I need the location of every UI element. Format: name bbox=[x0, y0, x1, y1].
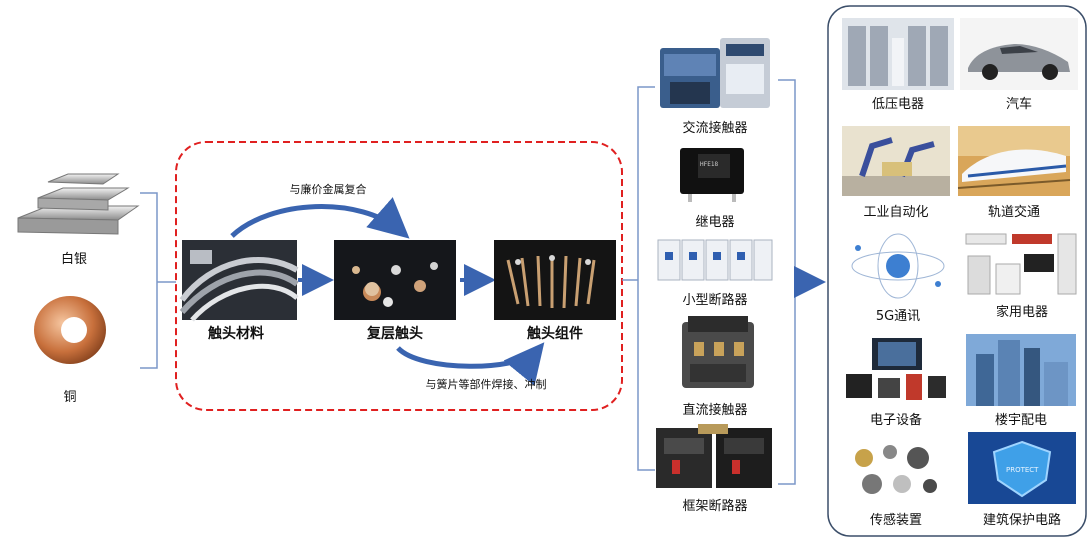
miniature-breaker-label: 小型断路器 bbox=[682, 293, 748, 308]
ac-contactor-image bbox=[660, 38, 770, 108]
svg-text:HFE18: HFE18 bbox=[700, 161, 718, 168]
contact-assembly-label: 触头组件 bbox=[527, 326, 583, 342]
copper-coil-image bbox=[34, 296, 106, 364]
components-left-bracket bbox=[637, 86, 655, 471]
copper-label: 铜 bbox=[63, 390, 77, 405]
sensing-devices-image bbox=[842, 436, 950, 504]
dc-contactor-label: 直流接触器 bbox=[682, 403, 748, 418]
building-power-image bbox=[966, 334, 1076, 406]
low-voltage-image bbox=[842, 18, 954, 90]
automobile-image bbox=[960, 18, 1078, 90]
industrial-automation-label: 工业自动化 bbox=[863, 205, 929, 220]
silver-ingots-image bbox=[17, 173, 140, 235]
relay-label: 继电器 bbox=[695, 215, 735, 230]
clad-contact-image bbox=[334, 240, 456, 320]
electronic-devices-label: 电子设备 bbox=[869, 413, 922, 428]
raw-materials-bracket bbox=[140, 192, 158, 369]
5g-image bbox=[846, 230, 950, 302]
contact-material-label: 触头材料 bbox=[208, 326, 264, 342]
industrial-automation-image bbox=[842, 126, 950, 196]
rail-transit-image bbox=[957, 126, 1071, 196]
clad-contact-label: 复层触头 bbox=[367, 326, 423, 342]
sensing-devices-label: 传感装置 bbox=[869, 513, 922, 528]
applications-panel-border bbox=[827, 5, 1087, 537]
rail-transit-label: 轨道交通 bbox=[987, 205, 1040, 220]
building-power-label: 楼宇配电 bbox=[994, 413, 1047, 428]
frame-breaker-image bbox=[656, 424, 772, 488]
low-voltage-label: 低压电器 bbox=[871, 97, 924, 112]
building-protection-image: PROTECT bbox=[968, 432, 1076, 504]
electronic-devices-image bbox=[842, 334, 950, 406]
process-dashed-border bbox=[175, 141, 623, 411]
miniature-breaker-image bbox=[657, 239, 773, 281]
dc-contactor-image bbox=[682, 316, 754, 388]
contact-material-image bbox=[179, 240, 299, 322]
bottom-curved-arrow bbox=[396, 342, 545, 386]
svg-text:PROTECT: PROTECT bbox=[1006, 466, 1039, 474]
frame-breaker-label: 框架断路器 bbox=[682, 499, 748, 514]
building-protection-label: 建筑保护电路 bbox=[982, 513, 1061, 528]
ac-contactor-label: 交流接触器 bbox=[682, 121, 748, 136]
5g-label: 5G通讯 bbox=[875, 309, 921, 324]
top-curved-arrow bbox=[230, 197, 410, 239]
home-appliances-label: 家用电器 bbox=[995, 305, 1048, 320]
components-right-bracket bbox=[778, 79, 796, 485]
bottom-arrow-label: 与簧片等部件焊接、冲制 bbox=[425, 378, 547, 391]
top-arrow-label: 与廉价金属复合 bbox=[289, 183, 367, 196]
automobile-label: 汽车 bbox=[1005, 97, 1032, 112]
contact-assembly-image bbox=[494, 240, 616, 320]
silver-label: 白银 bbox=[60, 252, 87, 267]
home-appliances-image bbox=[962, 230, 1080, 300]
relay-image: HFE18 bbox=[680, 148, 744, 202]
